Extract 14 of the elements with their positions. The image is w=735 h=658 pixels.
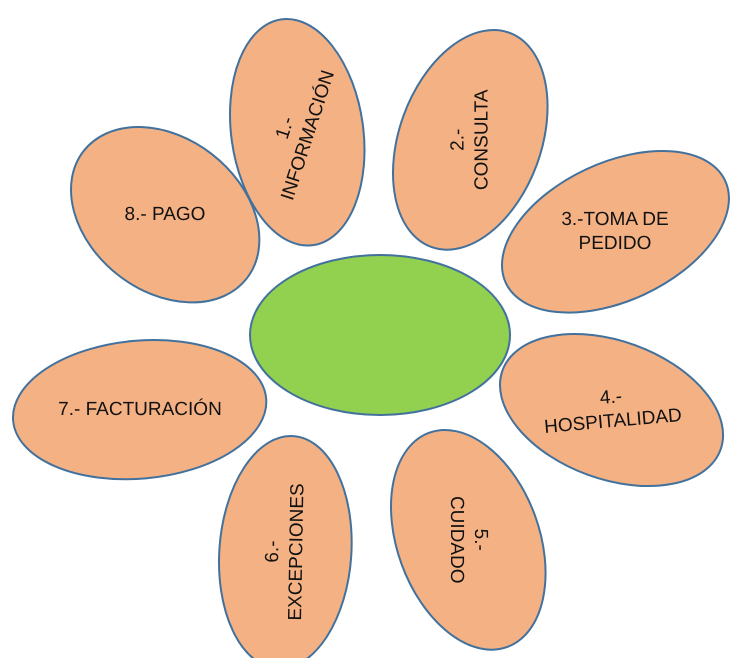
petal-ellipse <box>68 125 262 305</box>
petal-label: 3.-TOMA DE PEDIDO <box>560 208 670 256</box>
petal-label: 5.- CUIDADO <box>444 495 492 586</box>
petal-label: 8.- PAGO <box>124 203 206 227</box>
petal-label: 4.- HOSPITALIDAD <box>542 385 684 440</box>
petal-ellipse <box>11 338 269 482</box>
petal-label: 2.- CONSULTA <box>446 88 493 192</box>
petal-label: 7.- FACTURACIÓN <box>57 398 223 422</box>
petal-label: 6.- EXCEPCIONES <box>261 482 310 623</box>
center-ellipse <box>248 253 512 417</box>
petal-ellipse <box>498 332 726 488</box>
petal-ellipse <box>390 28 550 252</box>
petal-ellipse <box>228 16 366 248</box>
petal-ellipse <box>500 149 730 315</box>
